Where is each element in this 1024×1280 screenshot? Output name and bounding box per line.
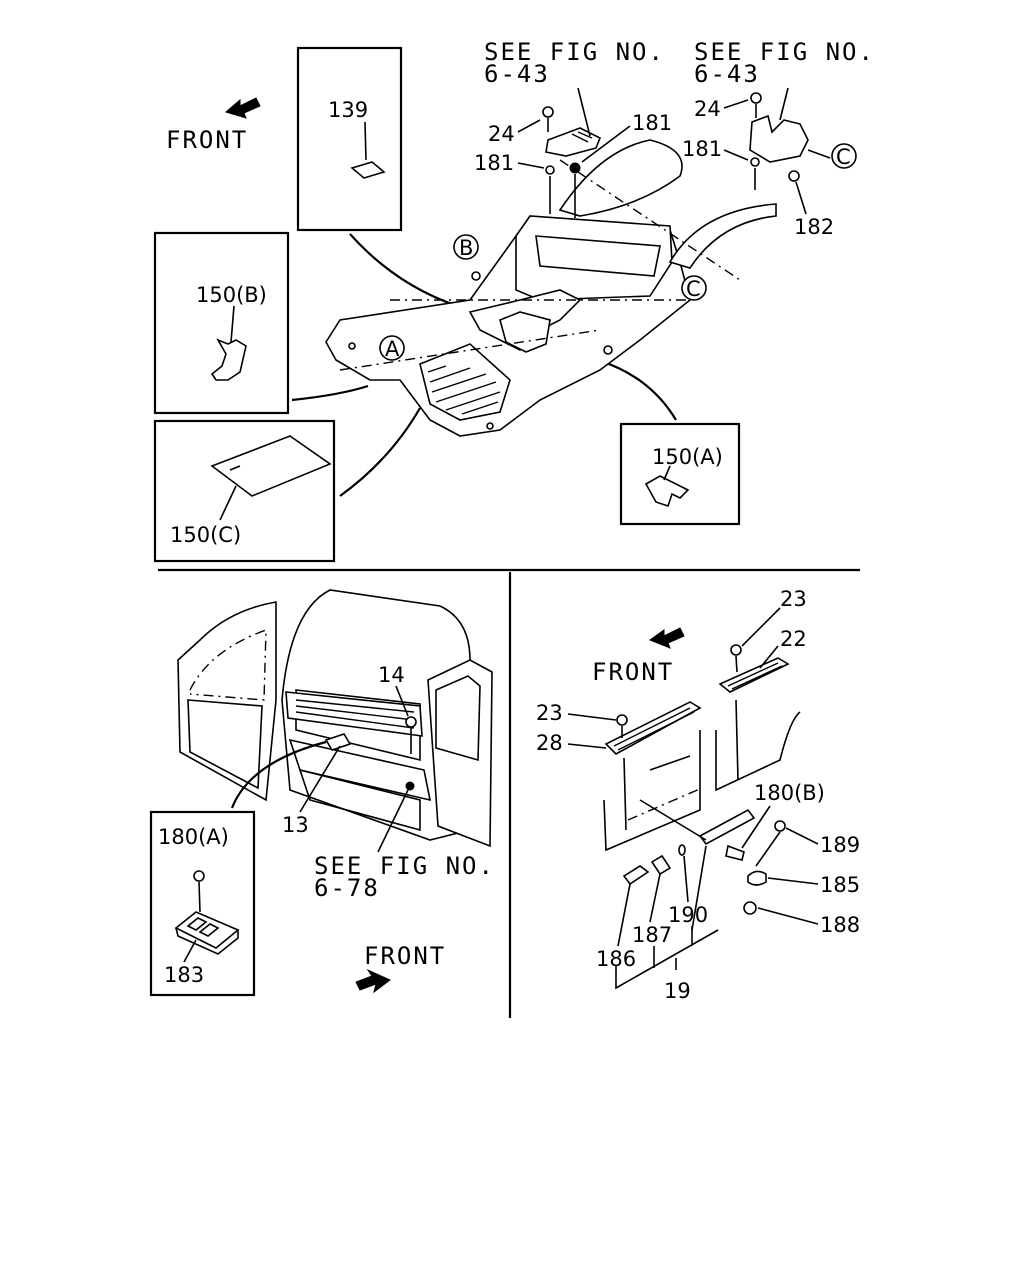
part-label-150b: 150(B) <box>196 283 267 307</box>
inset-box-139 <box>296 46 403 232</box>
leader-186 <box>617 883 631 947</box>
leader-23b <box>567 713 617 721</box>
floor-hatching <box>427 365 501 415</box>
leader-181a <box>517 162 545 169</box>
part-label-150c: 150(C) <box>170 523 241 547</box>
inset-box-150a <box>619 422 741 526</box>
front-label-bottom: FRONT <box>364 942 446 970</box>
leader-23a <box>741 607 781 647</box>
arc-180a <box>230 740 327 809</box>
see-fig-1-line1: SEE FIG NO. <box>484 38 665 66</box>
callout-a-circle <box>379 335 405 361</box>
part-label-190: 190 <box>668 903 708 927</box>
arc-139 <box>349 233 471 312</box>
leader-187 <box>649 873 661 923</box>
leader-19-to-bar <box>691 845 707 931</box>
front-label-right: FRONT <box>592 658 674 686</box>
part-label-185: 185 <box>820 873 860 897</box>
front-arrow-right <box>648 627 685 649</box>
leader-181b <box>581 125 631 163</box>
rear-door-view <box>177 589 493 848</box>
part-label-28: 28 <box>536 731 563 755</box>
leader-24a <box>517 119 541 133</box>
part-label-180b: 180(B) <box>754 781 825 805</box>
leader-see-fig-2 <box>779 87 789 121</box>
part-label-181a: 181 <box>474 151 514 175</box>
part-label-22: 22 <box>780 627 807 651</box>
floor-panel <box>325 139 777 437</box>
inset-box-150c <box>153 419 336 563</box>
leader-183 <box>183 939 197 963</box>
bracket-19 <box>615 929 719 990</box>
see-fig-1-line2: 6-43 <box>484 60 550 88</box>
part-label-24a: 24 <box>488 122 515 146</box>
part-label-14: 14 <box>378 663 405 687</box>
part-label-150a: 150(A) <box>652 445 723 469</box>
leader-188 <box>757 907 819 925</box>
leader-see-fig-1 <box>577 87 591 137</box>
arc-150b <box>291 384 369 402</box>
callout-c1-circle <box>681 275 707 301</box>
leader-185 <box>767 877 819 885</box>
leader-181c <box>723 149 749 161</box>
callout-c2: C <box>836 145 851 169</box>
callout-c1: C <box>686 277 701 301</box>
part-label-180a: 180(A) <box>158 825 229 849</box>
part-label-189: 189 <box>820 833 860 857</box>
leader-14 <box>395 685 409 717</box>
leader-28 <box>567 743 607 749</box>
inset-box-180a <box>149 810 256 997</box>
bracket-right <box>749 92 831 190</box>
leader-180b <box>741 805 771 849</box>
leader-182 <box>795 181 807 215</box>
leader-13 <box>299 745 341 813</box>
callout-b-circle <box>453 234 479 260</box>
leader-24b <box>723 99 749 109</box>
step-assembly <box>603 644 801 915</box>
see-fig-3-line2: 6-78 <box>314 874 380 902</box>
leader-22 <box>759 645 779 669</box>
callout-a: A <box>385 337 400 361</box>
part-label-23a: 23 <box>780 587 807 611</box>
callout-b: B <box>459 236 473 260</box>
front-arrow-top <box>224 97 261 119</box>
part-label-182: 182 <box>794 215 834 239</box>
leader-see-fig-3 <box>377 789 409 853</box>
part-label-139: 139 <box>328 98 368 122</box>
leader-190 <box>683 855 689 903</box>
front-label-top: FRONT <box>166 126 248 154</box>
callout-c2-circle <box>831 143 857 169</box>
leader-189 <box>785 827 819 845</box>
front-arrow-bottom <box>355 968 391 994</box>
part-label-24b: 24 <box>694 97 721 121</box>
see-fig-2-line2: 6-43 <box>694 60 760 88</box>
part-label-183: 183 <box>164 963 204 987</box>
see-fig-3-line1: SEE FIG NO. <box>314 852 495 880</box>
part-label-13: 13 <box>282 813 309 837</box>
part-label-23b: 23 <box>536 701 563 725</box>
arc-150c <box>339 407 421 497</box>
part-label-181c: 181 <box>682 137 722 161</box>
bracket-left <box>542 106 602 218</box>
see-fig-2-line1: SEE FIG NO. <box>694 38 875 66</box>
part-label-187: 187 <box>632 923 672 947</box>
part-label-188: 188 <box>820 913 860 937</box>
inset-box-150b <box>153 231 290 415</box>
part-label-19: 19 <box>664 979 691 1003</box>
part-label-181b: 181 <box>632 111 672 135</box>
